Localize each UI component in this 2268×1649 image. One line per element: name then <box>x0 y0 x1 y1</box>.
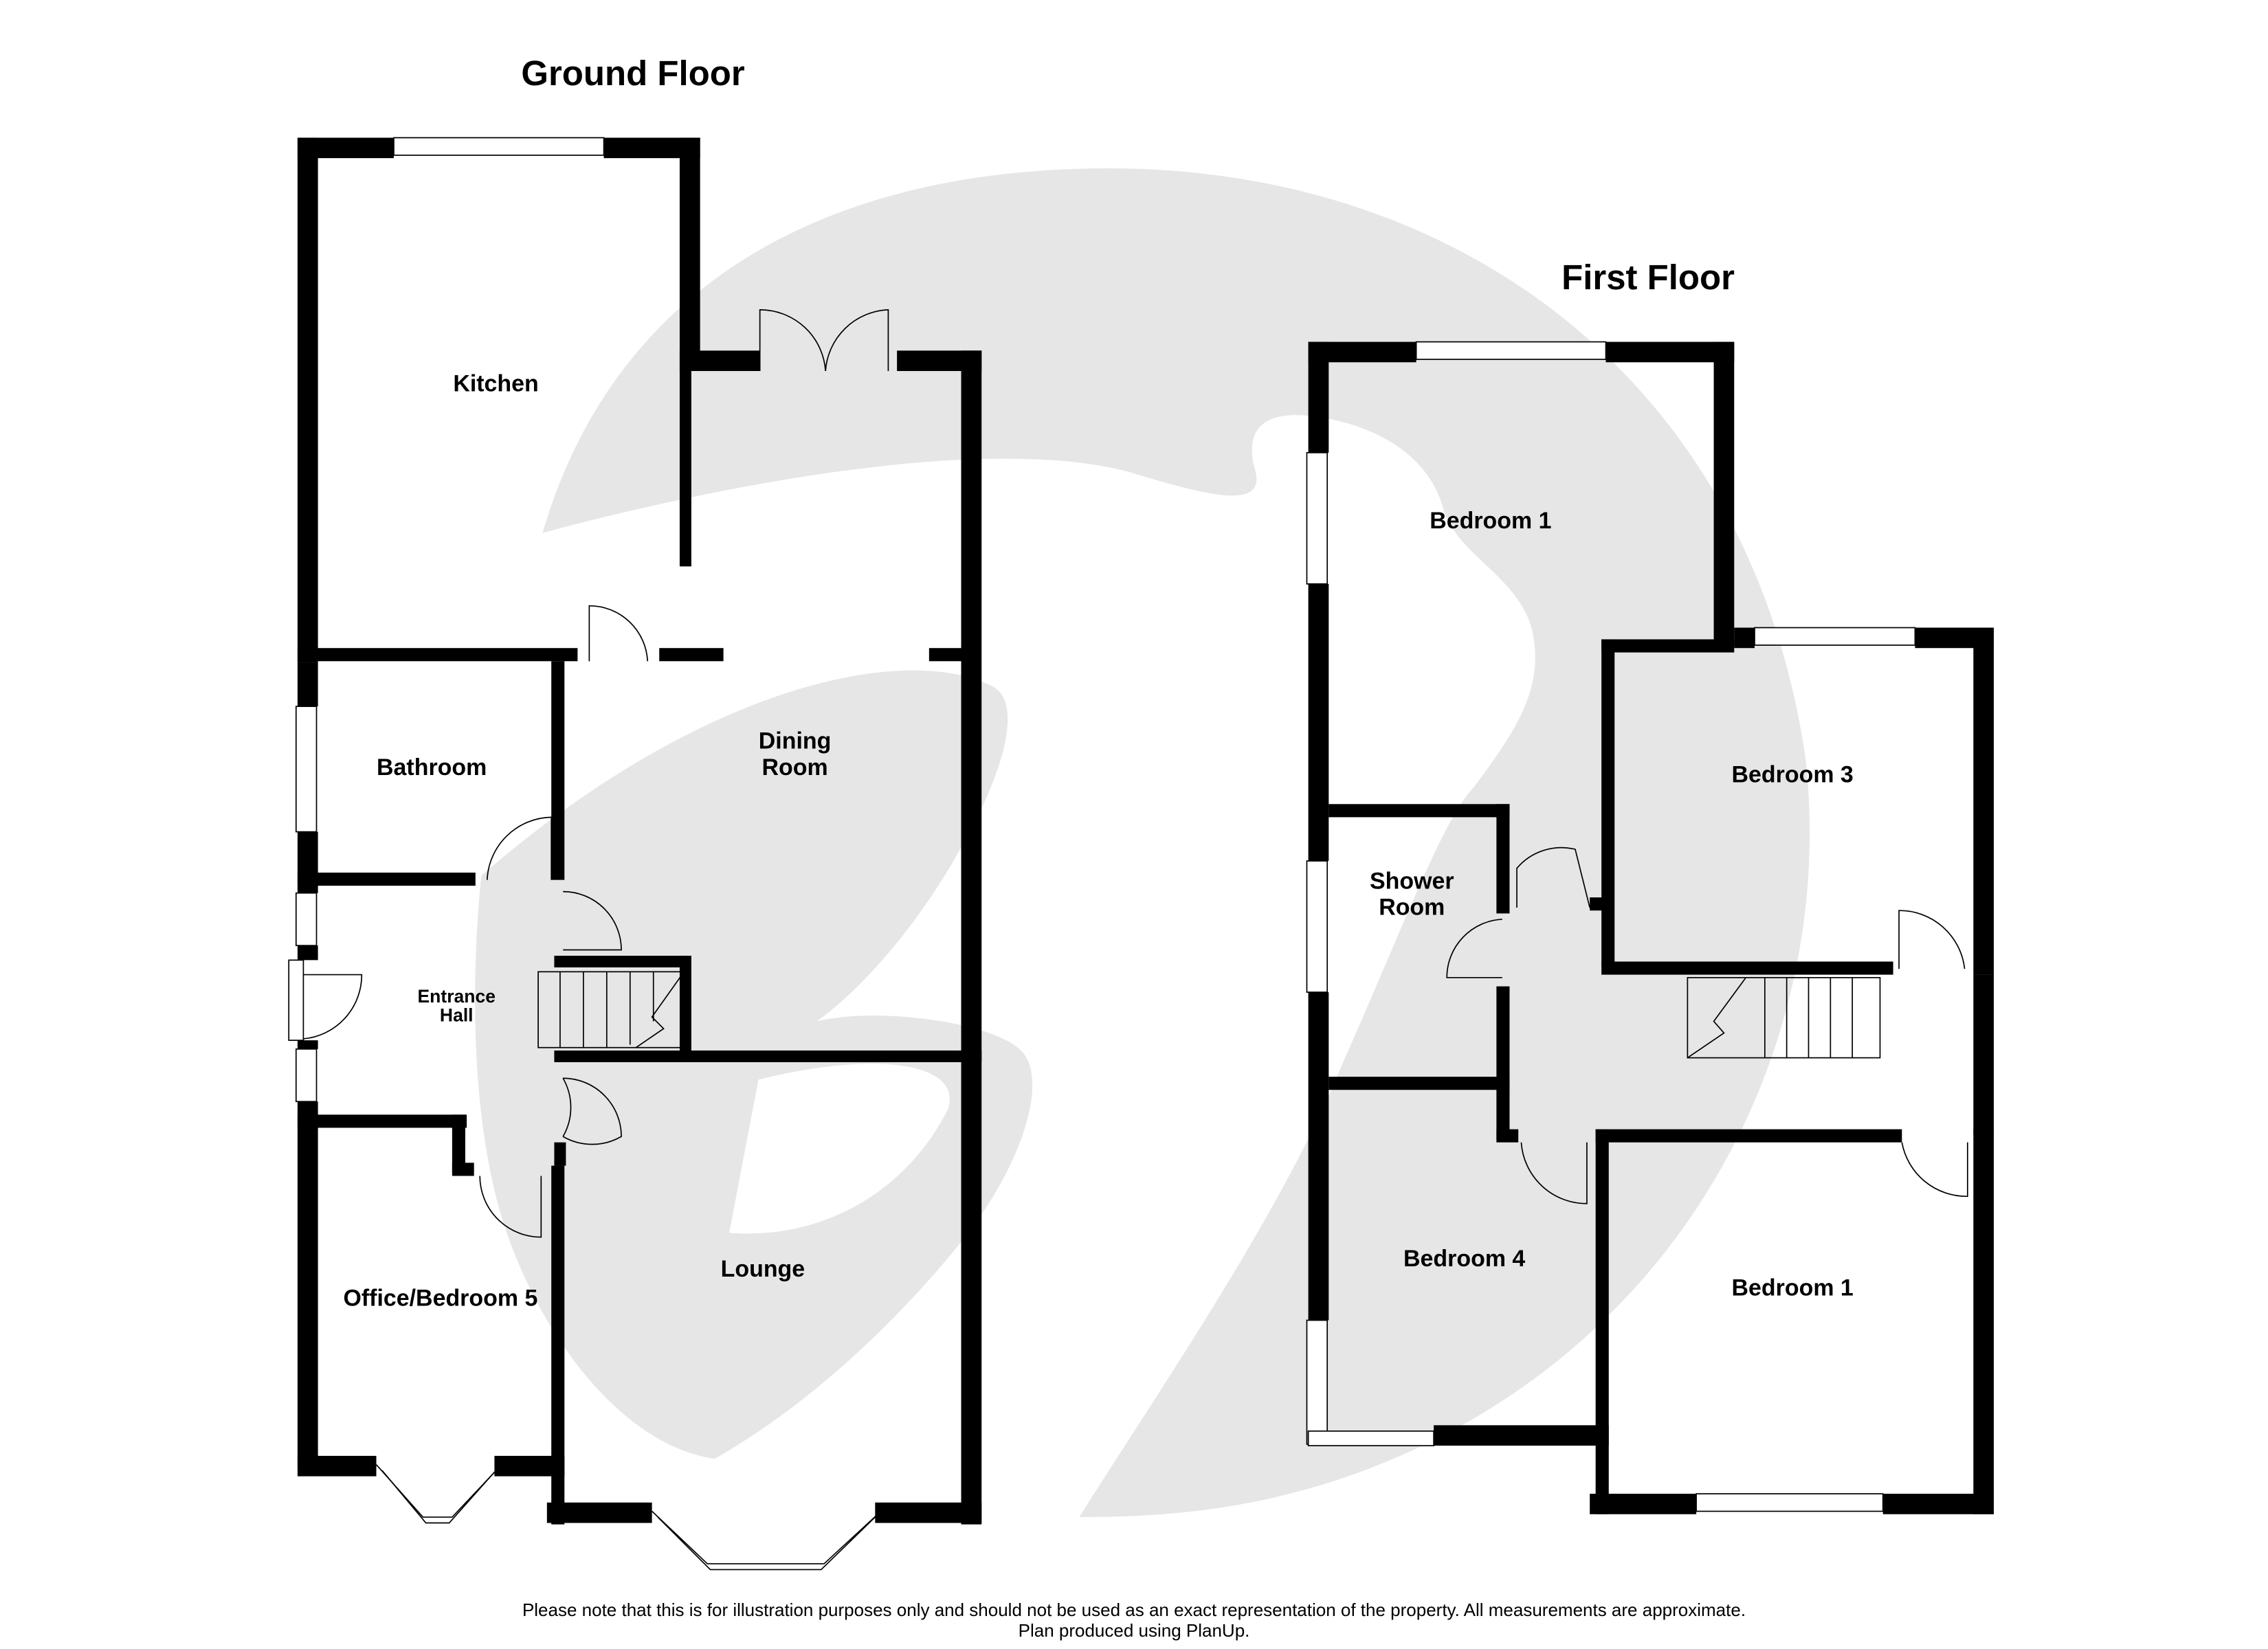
room-label-lounge: Lounge <box>721 1256 805 1282</box>
watermark-logo-icon <box>475 168 1810 1518</box>
room-label-entrance-line1: Entrance <box>418 986 496 1007</box>
room-label-bedroom3: Bedroom 3 <box>1732 761 1854 787</box>
footer-disclaimer: Please note that this is for illustratio… <box>522 1600 1746 1620</box>
staircase-icon <box>537 971 685 1048</box>
ground-floor-plan: Kitchen Bathroom Dining Room Entrance Ha… <box>288 137 982 1571</box>
ground-floor-title: Ground Floor <box>521 54 744 93</box>
room-label-bedroom4: Bedroom 4 <box>1403 1246 1525 1272</box>
room-label-bathroom: Bathroom <box>377 754 487 781</box>
room-label-bedroom1-bottom: Bedroom 1 <box>1732 1275 1854 1301</box>
footer-credit: Plan produced using PlanUp. <box>1018 1620 1250 1641</box>
room-label-kitchen: Kitchen <box>453 371 538 397</box>
room-label-bedroom1-top: Bedroom 1 <box>1430 508 1551 534</box>
room-label-shower-line2: Room <box>1379 895 1445 921</box>
room-label-dining-line2: Room <box>762 754 828 781</box>
room-label-office: Office/Bedroom 5 <box>343 1285 537 1311</box>
first-floor-plan: Bedroom 1 Bedroom 3 Shower Room Bedroom … <box>1306 341 1994 1514</box>
first-floor-title: First Floor <box>1561 258 1735 297</box>
staircase-icon <box>1687 976 1881 1059</box>
room-label-dining-line1: Dining <box>759 728 832 754</box>
room-label-shower-line1: Shower <box>1370 868 1454 894</box>
room-label-entrance-line2: Hall <box>440 1005 474 1025</box>
